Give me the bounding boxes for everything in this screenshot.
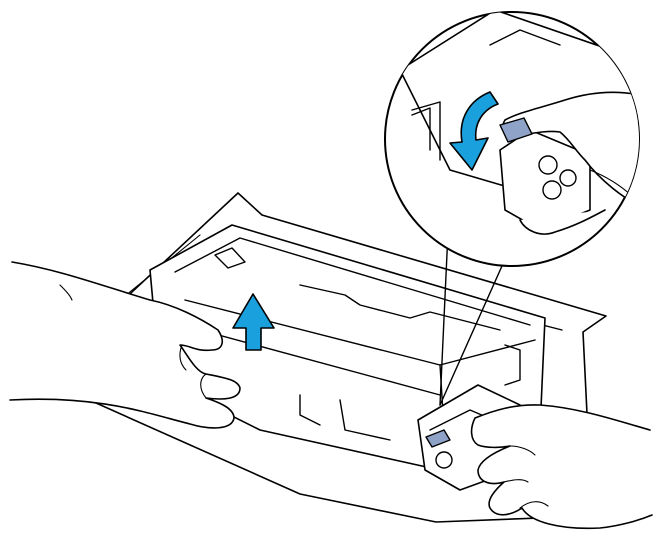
green-lock-lever-icon[interactable] — [425, 429, 451, 448]
arrow-up-icon — [232, 293, 275, 351]
magnified-detail — [384, 11, 640, 267]
right-hand — [470, 404, 653, 530]
left-hand — [9, 261, 241, 429]
curved-arrow-down-icon — [449, 91, 499, 171]
callout-pointer — [439, 231, 511, 406]
